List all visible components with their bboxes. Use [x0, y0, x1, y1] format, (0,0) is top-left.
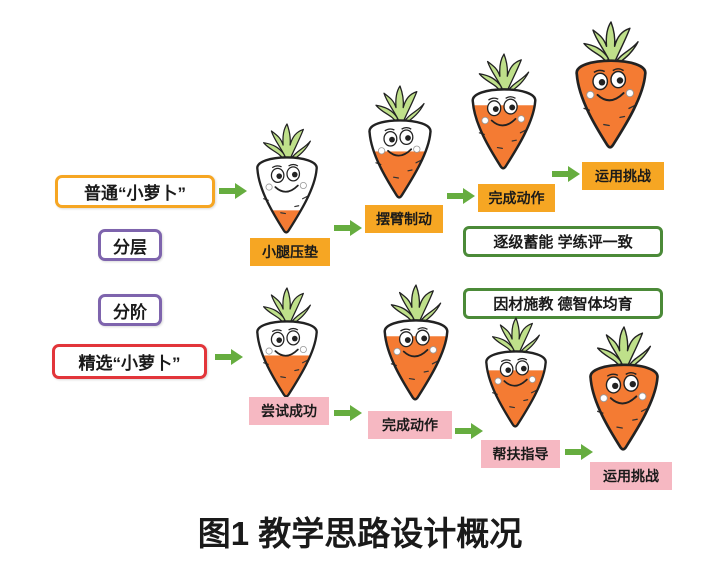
carrot-leaves [478, 53, 530, 94]
arrow-right-icon [447, 188, 475, 204]
carrot-face [265, 163, 307, 193]
carrot-leaves [492, 317, 540, 356]
carrot-top-2 [360, 85, 440, 199]
arrow-right-icon [215, 349, 243, 365]
carrot-leaves [390, 284, 442, 325]
step-label-top-2: 摆臂制动 [365, 205, 443, 233]
arrow-right-icon [334, 405, 362, 421]
carrot-leaves [375, 85, 425, 125]
carrot-leaves [596, 326, 652, 369]
carrot-outline [485, 350, 547, 428]
carrot-face [599, 371, 647, 405]
step-label-bottom-2: 完成动作 [368, 411, 452, 439]
step-label-bottom-4: 运用挑战 [590, 462, 672, 490]
carrot-top-1 [248, 123, 326, 234]
tag-layered: 分层 [98, 229, 162, 261]
carrot-leaves [263, 123, 311, 162]
carrot-orange-fill [590, 364, 658, 450]
carrot-outline [383, 319, 449, 401]
carrot-face [378, 126, 421, 157]
carrot-outline [368, 119, 432, 199]
carrot-leaves [263, 287, 311, 326]
carrot-outline [471, 88, 537, 170]
carrot-orange-fill [576, 60, 646, 148]
carrot-orange-fill [257, 355, 317, 397]
step-label-bottom-1: 尝试成功 [249, 397, 329, 425]
carrot-outline [589, 363, 659, 451]
step-label-top-4: 运用挑战 [582, 162, 664, 190]
arrow-right-icon [552, 166, 580, 182]
arrow-right-icon [565, 444, 593, 460]
arrow-right-icon [455, 423, 483, 439]
carrot-outline [575, 59, 647, 149]
step-label-bottom-3: 帮扶指导 [481, 440, 560, 468]
carrot-top-4 [566, 21, 656, 149]
arrow-right-icon [219, 183, 247, 199]
carrot-outline [256, 156, 318, 234]
arrow-right-icon [334, 220, 362, 236]
carrot-leaves [583, 21, 639, 66]
carrot-bottom-2 [375, 284, 457, 401]
carrot-bottom-1 [248, 287, 326, 398]
step-label-top-3: 完成动作 [478, 184, 555, 212]
step-label-top-1: 小腿压垫 [250, 238, 330, 266]
group-ordinary-carrot: 普通“小萝卜” [55, 175, 215, 208]
carrot-top-3 [463, 53, 545, 170]
carrot-face [586, 68, 634, 102]
carrot-bottom-4 [580, 326, 668, 451]
carrot-face [494, 357, 536, 387]
carrot-face [481, 96, 525, 127]
tag-staged: 分阶 [98, 294, 162, 326]
carrot-outline [256, 320, 318, 398]
principle-top: 逐级蓄能 学练评一致 [463, 226, 663, 257]
carrot-face [265, 327, 307, 357]
group-selected-carrot: 精选“小萝卜” [52, 344, 207, 379]
carrot-bottom-3 [477, 317, 555, 428]
carrot-face [393, 327, 437, 358]
principle-bottom: 因材施教 德智体均育 [463, 288, 663, 319]
carrot-orange-fill [369, 151, 431, 198]
figure-caption: 图1 教学思路设计概况 [197, 515, 523, 552]
